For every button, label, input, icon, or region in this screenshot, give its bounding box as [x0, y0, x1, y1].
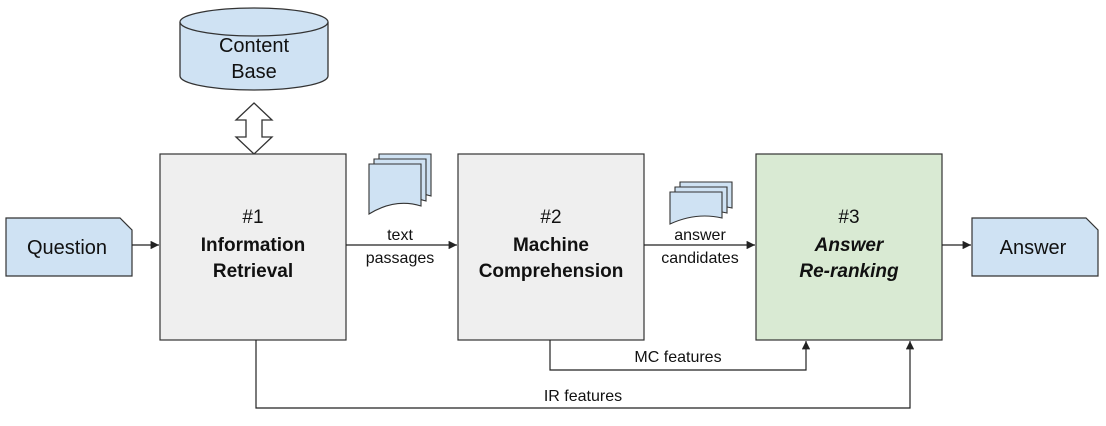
text-passages-label-line1: text: [387, 227, 413, 244]
question-document: Question: [5, 217, 133, 277]
mc-features-connector: [549, 340, 811, 371]
stage-3-number: #3: [838, 207, 859, 228]
stage-1-line1: Information: [201, 235, 306, 256]
stage-3-line2: Re-ranking: [799, 261, 899, 282]
stage-information-retrieval: #1 Information Retrieval: [159, 153, 347, 341]
mc-features-label: MC features: [634, 349, 721, 366]
content-base-label-line2: Base: [231, 61, 277, 83]
answer-label: Answer: [1000, 237, 1067, 259]
ir-features-label: IR features: [544, 388, 622, 405]
answer-candidates-label-line2: candidates: [661, 250, 738, 267]
stage-3-line1: Answer: [814, 235, 885, 256]
content-base-label-line1: Content: [219, 35, 289, 57]
answer-candidates-stack-icon: [669, 181, 733, 225]
ir-features-connector: [255, 340, 915, 409]
stage-2-line2: Comprehension: [479, 261, 624, 282]
answer-candidates-label-line1: answer: [674, 227, 726, 244]
stage-1-number: #1: [242, 207, 263, 228]
stage-1-line2: Retrieval: [213, 261, 293, 282]
stage-2-number: #2: [540, 207, 561, 228]
content-base-cylinder: Content Base: [179, 7, 329, 91]
text-passages-stack-icon: [368, 153, 432, 215]
stage-2-line1: Machine: [513, 235, 589, 256]
stage-answer-reranking: #3 Answer Re-ranking: [755, 153, 943, 341]
bidirectional-arrow: [234, 102, 274, 155]
stage-machine-comprehension: #2 Machine Comprehension: [457, 153, 645, 341]
question-label: Question: [27, 237, 107, 259]
text-passages-label-line2: passages: [366, 250, 435, 267]
answer-document: Answer: [971, 217, 1099, 277]
